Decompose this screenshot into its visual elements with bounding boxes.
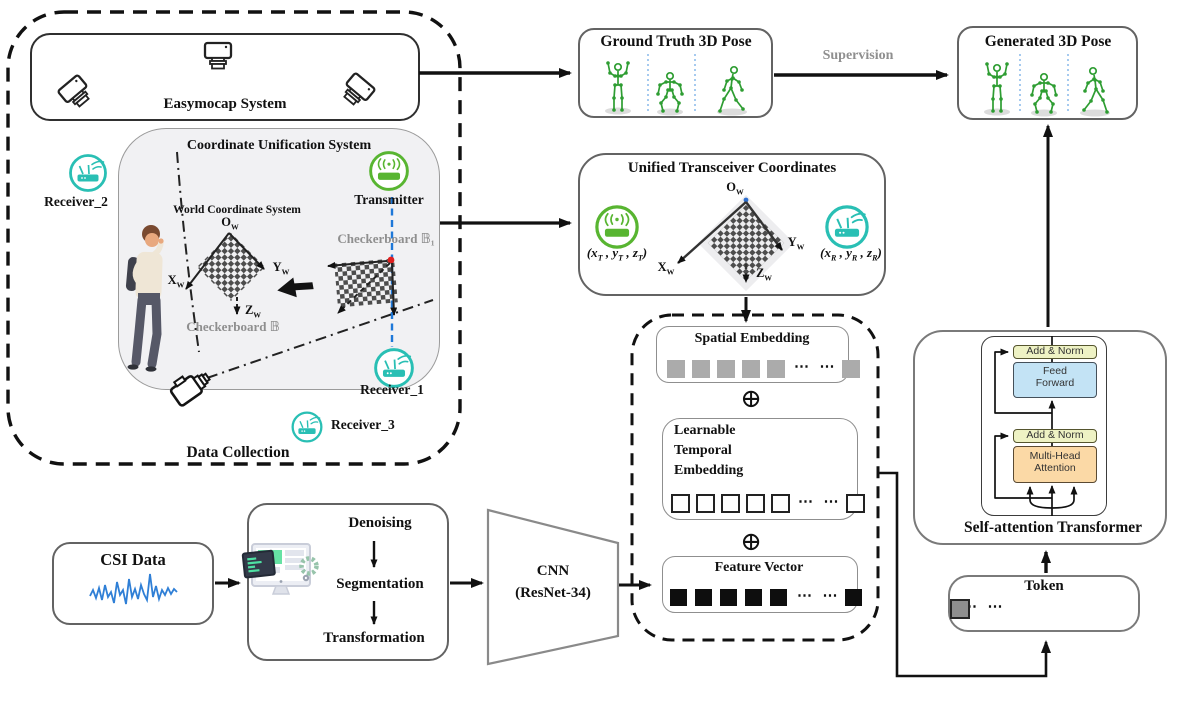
add-norm-1-label: Add & Norm	[1026, 345, 1084, 357]
temporal-line3: Embedding	[674, 463, 744, 478]
receiver1-label: Receiver_1	[360, 382, 424, 397]
spatial-embedding-squares: ⋯ ⋯	[667, 357, 860, 380]
feature-vector-squares: ⋯ ⋯	[670, 586, 862, 609]
checkerboard-b-label: Checkerboard 𝔹	[186, 319, 280, 334]
cus-xw-label: XW	[167, 273, 185, 290]
token-title: Token	[1024, 578, 1064, 594]
receiver2-label: Receiver_2	[44, 194, 108, 209]
unified-zw-label: ZW	[755, 266, 773, 283]
unified-yw-label: YW	[787, 235, 805, 252]
tx-coordinates-label: (xT , yT , zT)	[586, 245, 648, 263]
coordinate-unification-box	[118, 128, 440, 390]
ellipsis: ⋯ ⋯	[794, 359, 836, 375]
segmentation-label: Segmentation	[336, 576, 424, 592]
spatial-embedding-title: Spatial Embedding	[694, 331, 810, 346]
transmitter-label: Transmitter	[354, 192, 424, 207]
csi-data-title: CSI Data	[100, 550, 166, 569]
cus-ow-label: OW	[221, 215, 239, 232]
ground-truth-title: Ground Truth 3D Pose	[600, 33, 752, 50]
plus-circle-1: ⊕	[740, 384, 762, 413]
plus-circle-2: ⊕	[740, 527, 762, 556]
transformer-title: Self-attention Transformer	[963, 519, 1143, 536]
unified-ow-label: OW	[726, 180, 744, 197]
cus-yw-label: YW	[272, 260, 290, 277]
cnn-label: CNN(ResNet-34)	[515, 563, 591, 601]
token-squares: ⋯ ⋯	[950, 597, 1010, 620]
temporal-line2: Temporal	[674, 443, 732, 458]
add-norm-2-label: Add & Norm	[1026, 429, 1084, 441]
denoising-label: Denoising	[348, 515, 412, 531]
easymocap-label: Easymocap System	[163, 96, 287, 112]
ellipsis: ⋯ ⋯	[797, 588, 839, 604]
temporal-embedding-squares: ⋯ ⋯	[671, 492, 865, 515]
supervision-label: Supervision	[822, 48, 894, 63]
data-collection-label: Data Collection	[186, 444, 290, 461]
checkerboard-b1-label: Checkerboard 𝔹₁	[337, 231, 435, 246]
transformation-label: Transformation	[323, 630, 425, 646]
temporal-line1: Learnable	[674, 423, 736, 438]
receiver3-icon	[291, 411, 323, 443]
rx-coordinates-label: (xR , yR , zR)	[820, 245, 882, 263]
cus-title: Coordinate Unification System	[186, 138, 372, 153]
receiver3-label: Receiver_3	[331, 417, 395, 432]
generated-title: Generated 3D Pose	[984, 33, 1112, 50]
cus-zw-label: ZW	[244, 303, 262, 320]
unified-xw-label: XW	[657, 260, 675, 277]
ellipsis: ⋯ ⋯	[798, 494, 840, 510]
unified-title: Unified Transceiver Coordinates	[627, 160, 837, 176]
feature-vector-title: Feature Vector	[714, 560, 804, 575]
receiver2-icon	[69, 154, 107, 192]
